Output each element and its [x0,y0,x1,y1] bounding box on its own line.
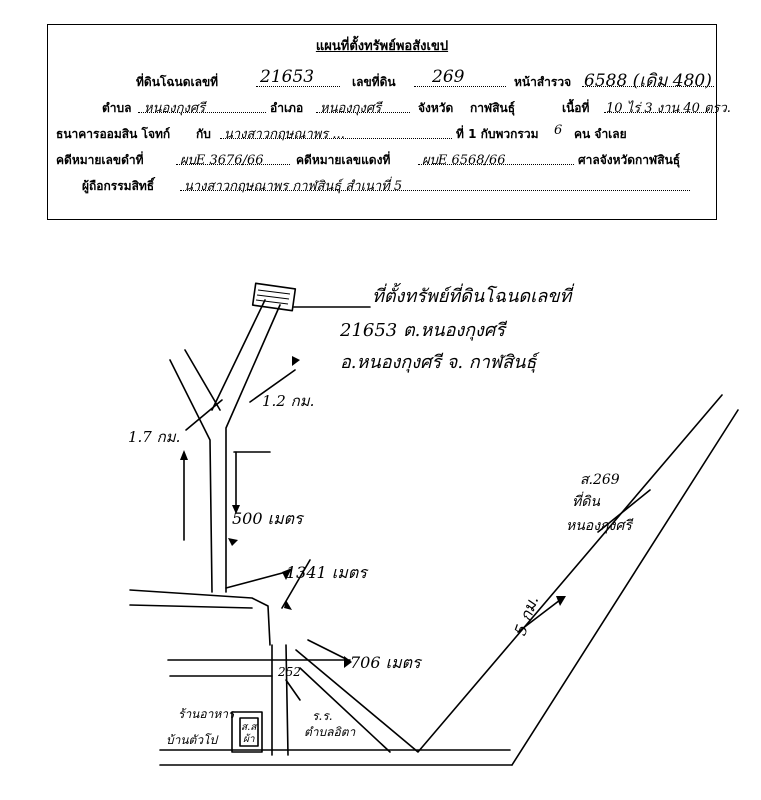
road-right-long [511,409,739,766]
location-note-line1: ที่ตั้งทรัพย์ที่ดินโฉนดเลขที่ [372,282,574,307]
restaurant-label-line1: ร้านอาหาร [178,707,236,721]
label-dist-500m: 500 เมตร [232,509,305,528]
area-value: 10 ไร่ 3 งาน 40 ตรว. [606,101,731,116]
bridge-hatch [256,294,290,300]
black-case-label: คดีหมายเลขดำที่ [56,153,144,167]
red-case-dotline [418,164,574,165]
arrow-parcel [597,489,651,533]
label-dist-1-7km: 1.7 กม. [128,428,180,446]
suffix-label: ที่ 1 กับพวกรวม [456,127,539,141]
deed-label: ที่ดินโฉนดเลขที่ [136,75,219,89]
defendant-dotline [220,138,452,139]
marker-road-252 [285,679,301,701]
survey-page-label: หน้าสำรวจ [514,75,572,89]
amphoe-value: หนองกุงศรี [320,101,382,116]
school-label-line1: ร.ร. [312,709,333,723]
school-label-line2: ตำบลอิตา [304,725,357,739]
arrowhead-lower [284,600,292,610]
land-no-value: 269 [432,67,465,87]
arrowhead-5km [556,596,566,606]
label-road-252: 252 [277,665,301,679]
road-y-right-branch-inner [225,304,281,593]
road-y-left-branch-outer [169,359,213,593]
road-diagonal-inner [299,667,391,753]
road-y-right-branch-outer [211,299,266,411]
red-case-value: ผบE 6568/66 [422,153,506,168]
label-dist-5km: 5 กม. [511,593,543,638]
arrow-1-7km-head-line [185,399,223,431]
owner-dotline [180,190,690,191]
red-case-label: คดีหมายเลขแดงที่ [296,153,391,167]
owner-value: นางสาวกฤษณาพร กาฬสินธุ์ สำเนาที่ 5 [184,179,403,194]
persons-label: คน จำเลย [574,127,627,141]
building-shop [231,711,263,753]
black-case-dotline [176,164,290,165]
area-dotline [604,112,716,113]
court-label: ศาลจังหวัดกาฬสินธุ์ [578,153,681,167]
arrowhead-1-2km [292,356,300,366]
form-title: แผนที่ตั้งทรัพย์พอสังเขป [315,39,449,54]
defendant-count: 6 [554,123,563,138]
form-row-location: ตำบล หนองกุงศรี อำเภอ หนองกุงศรี จังหวัด… [84,93,731,117]
owner-label: ผู้ถือกรรมสิทธิ์ [82,179,155,193]
plaintiff-label: ธนาคารออมสิน โจทก์ [56,127,171,141]
label-dist-706m: 706 เมตร [350,653,423,672]
location-note-line2: 21653 ต.หนองกุงศรี [339,320,508,341]
parcel-label-line1: ส.269 [580,472,620,488]
label-dist-1-2km: 1.2 กม. [262,392,314,410]
restaurant-label-line2: บ้านตัวโป [166,733,220,747]
road-horizontal-top [129,589,271,646]
with-label: กับ [196,127,211,141]
arrow-5km [517,599,561,633]
arrow-1341m-diag [281,559,311,609]
shop-label-line2: ผ้า [243,733,255,745]
arrow-706m [307,639,349,661]
arrow-1-2km [249,369,296,403]
survey-page-value: 6588 (เดิม 480) [584,71,712,91]
arrowhead-706m [344,656,352,668]
property-form-box: แผนที่ตั้งทรัพย์พอสังเขป ที่ดินโฉนดเลขที… [47,24,731,220]
shop-label-line1: ส.ส. [241,722,260,733]
bridge-structure [251,282,297,312]
arrowhead-1-7km [180,450,188,460]
location-note-line3: อ.หนองกุงศรี จ. กาฬสินธุ์ [340,352,540,373]
parcel-label-line3: หนองกุงศรี [566,518,634,534]
bridge-hatch [257,289,291,295]
survey-page-dotline [582,86,714,87]
parcel-label-line2: ที่ดิน [572,491,600,510]
deed-value: 21653 [260,67,315,87]
label-dist-1341m: 1341 เมตร [286,563,369,582]
tambon-label: ตำบล [102,101,132,115]
tambon-value: หนองกุงศรี [144,101,206,116]
black-case-value: ผบE 3676/66 [180,153,264,168]
building-shop-inner [239,717,259,747]
province-label: จังหวัด [418,101,454,115]
land-no-dotline [414,86,506,87]
amphoe-label: อำเภอ [270,101,304,115]
form-row-owner: ผู้ถือกรรมสิทธิ์ นางสาวกฤษณาพร กาฬสินธุ์… [82,171,702,195]
province-value: กาฬสินธุ์ [470,101,516,115]
form-row-case: คดีหมายเลขดำที่ ผบE 3676/66 คดีหมายเลขแด… [56,145,702,169]
defendant-value: นางสาวกฤษณาพร ... [224,127,345,142]
form-row-deed: ที่ดินโฉนดเลขที่ 21653 เลขที่ดิน 269 หน้… [84,67,714,91]
tambon-dotline [138,112,266,113]
amphoe-dotline [316,112,410,113]
deed-dotline [256,86,340,87]
area-label: เนื้อที่ [562,101,590,115]
arrowhead-500m [232,505,240,514]
land-no-label: เลขที่ดิน [352,75,396,89]
road-y-left-branch-inner [184,349,221,411]
arrow-1341m [225,571,287,589]
marker-dot [228,538,238,546]
form-row-parties: ธนาคารออมสิน โจทก์ กับ นางสาวกฤษณาพร ...… [56,119,702,143]
bridge-hatch [255,299,289,305]
arrowhead-1341m [282,568,292,580]
road-horizontal-bottom [129,604,253,609]
road-lower-vertical-right [285,644,289,756]
